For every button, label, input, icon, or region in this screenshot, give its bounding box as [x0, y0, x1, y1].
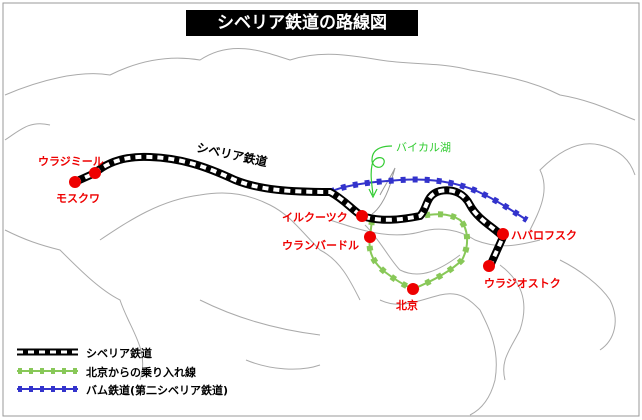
station-ulaanbaatar-marker[interactable] — [364, 231, 376, 243]
station-markers — [69, 167, 509, 295]
arrowhead-icon — [368, 188, 378, 199]
station-khabarovsk-label: ハバロフスク — [511, 229, 577, 242]
baikal-pointer-arrow — [370, 145, 393, 196]
station-vladimir-label: ウラジミール — [38, 155, 104, 168]
station-vladivostok-marker[interactable] — [483, 260, 495, 272]
station-moscow-marker[interactable] — [69, 176, 81, 188]
lake-baikal-label: バイカル湖 — [396, 141, 451, 154]
beijing-line-markers — [366, 211, 470, 293]
map-title: シベリア鉄道の路線図 — [186, 10, 418, 36]
station-irkutsk-label: イルクーツク — [282, 211, 348, 224]
station-vladimir-marker[interactable] — [89, 167, 101, 179]
bam-railway-markers — [328, 176, 529, 223]
legend-trans-siberian: シベリア鉄道 — [86, 347, 152, 360]
beijing-line — [368, 213, 468, 291]
legend-swatches — [17, 348, 78, 392]
station-irkutsk-marker[interactable] — [356, 210, 368, 222]
legend-beijing-line: 北京からの乗り入れ線 — [86, 366, 196, 379]
station-ulaanbaatar-label: ウランバードル — [282, 239, 359, 252]
station-khabarovsk-marker[interactable] — [497, 228, 509, 240]
station-vladivostok-label: ウラジオストク — [484, 277, 561, 290]
station-beijing-label: 北京 — [396, 299, 418, 312]
station-beijing-marker[interactable] — [407, 283, 419, 295]
station-moscow-label: モスクワ — [56, 192, 100, 205]
legend-bam-railway: バム鉄道(第二シベリア鉄道) — [86, 384, 229, 397]
